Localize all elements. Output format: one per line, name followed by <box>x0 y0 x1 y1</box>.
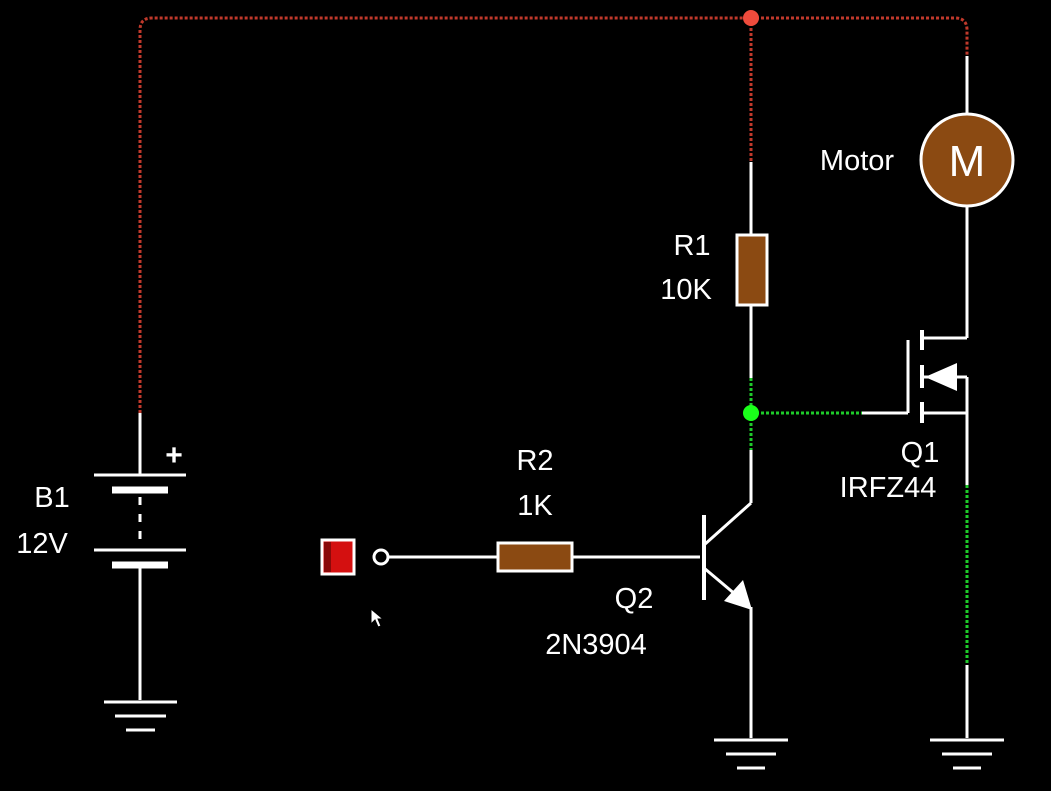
gate-net <box>749 378 862 450</box>
ground-symbol-q1 <box>930 738 1004 770</box>
q2-collector <box>703 501 752 547</box>
q1-body-arrow <box>925 363 957 391</box>
supply-wire-right <box>751 16 969 56</box>
r2-value-label: 1K <box>517 490 553 522</box>
q2-value-label: 2N3904 <box>545 629 647 661</box>
transistor-q2[interactable] <box>702 450 753 738</box>
gate-junction-node[interactable] <box>743 405 759 421</box>
q1-name-label: Q1 <box>901 437 940 469</box>
r2-name-label: R2 <box>516 445 553 477</box>
supply-wire-left <box>138 16 751 413</box>
motor-symbol: M <box>949 137 986 186</box>
r1-name-label: R1 <box>673 230 710 262</box>
switch-shadow <box>324 542 331 572</box>
motor[interactable] <box>919 112 1015 208</box>
q1-value-label: IRFZ44 <box>840 472 937 504</box>
ground-symbol-battery <box>104 700 177 732</box>
q2-emitter-arrow <box>724 580 752 610</box>
battery-value-label: 12V <box>16 528 68 560</box>
motor-label: Motor <box>820 145 894 177</box>
supply-net <box>138 16 969 413</box>
r1-value-label: 10K <box>660 274 712 306</box>
battery-name-label: B1 <box>34 482 69 514</box>
q2-name-label: Q2 <box>615 583 654 615</box>
battery-b1[interactable] <box>94 413 186 700</box>
resistor-r2[interactable] <box>496 541 574 573</box>
supply-junction-node[interactable] <box>743 10 759 26</box>
switch-terminal[interactable] <box>372 548 390 566</box>
resistor-r1[interactable] <box>735 233 769 307</box>
battery-polarity-plus: + <box>165 439 183 472</box>
mouse-cursor-icon <box>370 607 385 628</box>
ground-symbol-q2 <box>714 738 788 770</box>
mosfet-q1[interactable] <box>906 206 969 485</box>
